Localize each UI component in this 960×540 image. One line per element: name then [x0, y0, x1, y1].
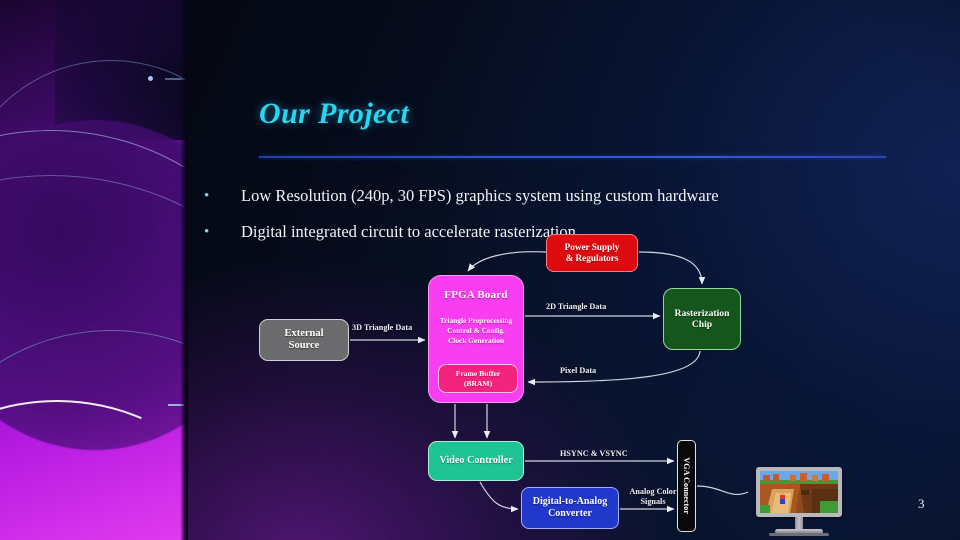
edge-label-analog-color-signals: Analog Color Signals: [629, 487, 677, 507]
page-title: Our Project: [259, 97, 410, 130]
bullet-item-1: • Low Resolution (240p, 30 FPS) graphics…: [204, 186, 719, 206]
fpga-board-functions: Triangle Preprocessing Control & Config.…: [440, 316, 512, 346]
monitor-neck: [795, 517, 803, 531]
bullet-marker-icon: •: [204, 224, 210, 240]
node-power-supply[interactable]: Power Supply & Regulators: [546, 234, 638, 272]
game-screenshot-icon: [760, 471, 838, 513]
bullet-text-1: Low Resolution (240p, 30 FPS) graphics s…: [241, 186, 719, 205]
edge-label-hsync-vsync: HSYNC & VSYNC: [560, 449, 628, 458]
fpga-function-1: Triangle Preprocessing: [439, 315, 513, 325]
dac-line-2: Converter: [548, 508, 592, 519]
edge-raster-to-framebuffer: [527, 350, 701, 386]
panel-accent-dot: [148, 76, 153, 81]
node-video-controller[interactable]: Video Controller: [428, 441, 524, 481]
external-source-line-2: Source: [288, 340, 320, 351]
monitor-base-foot: [769, 533, 829, 536]
node-external-source[interactable]: External Source: [259, 319, 349, 361]
edge-label-2d-triangle-data: 2D Triangle Data: [546, 302, 607, 311]
monitor-bezel: [756, 467, 842, 517]
node-fpga-board[interactable]: FPGA Board Triangle Preprocessing Contro…: [428, 275, 524, 403]
bullet-item-2: • Digital integrated circuit to accelera…: [204, 222, 576, 242]
edge-label-3d-triangle-data: 3D Triangle Data: [352, 323, 413, 332]
external-source-line-1: External: [284, 327, 324, 339]
panel-inner-disc: [0, 120, 186, 450]
decorative-side-panel: [0, 0, 186, 540]
video-controller-label: Video Controller: [439, 454, 513, 466]
fpga-board-title: FPGA Board: [444, 289, 508, 301]
edge-label-pixel-data: Pixel Data: [560, 366, 597, 375]
fpga-function-2: Control & Config.: [447, 325, 505, 335]
fpga-function-3: Clock Generation: [447, 335, 505, 345]
bram-line-2: (BRAM): [463, 378, 493, 388]
edge-power-to-fpga: [467, 251, 547, 272]
bram-line-1: Frame Buffer: [455, 369, 501, 379]
edge-power-to-raster: [638, 251, 706, 285]
panel-accent-tick-2: [168, 404, 184, 406]
monitor-base: [775, 529, 823, 534]
slide-number: 3: [918, 496, 925, 511]
node-digital-to-analog-converter[interactable]: Digital-to-Analog Converter: [521, 487, 619, 529]
rasterization-chip-line-2: Chip: [691, 319, 713, 330]
rasterization-chip-line-1: Rasterization: [674, 307, 730, 319]
title-divider: [259, 156, 886, 158]
power-supply-line-1: Power Supply: [564, 242, 620, 253]
node-rasterization-chip[interactable]: Rasterization Chip: [663, 288, 741, 350]
panel-dark-corner: [55, 0, 186, 140]
vga-connector-label: VGA Connector: [682, 457, 692, 515]
bullet-marker-icon: •: [204, 188, 210, 204]
node-vga-connector[interactable]: VGA Connector: [677, 440, 696, 532]
monitor-screen: [760, 471, 838, 513]
bullet-text-2: Digital integrated circuit to accelerate…: [241, 222, 576, 241]
edge-video-to-dac: [479, 481, 519, 513]
power-supply-line-2: & Regulators: [565, 253, 619, 263]
node-frame-buffer-bram[interactable]: Frame Buffer (BRAM): [438, 364, 518, 393]
dac-line-1: Digital-to-Analog: [532, 496, 608, 508]
panel-accent-tick: [165, 78, 186, 80]
edge-vga-to-monitor: [696, 485, 749, 496]
panel-edge-shadow: [180, 0, 188, 540]
